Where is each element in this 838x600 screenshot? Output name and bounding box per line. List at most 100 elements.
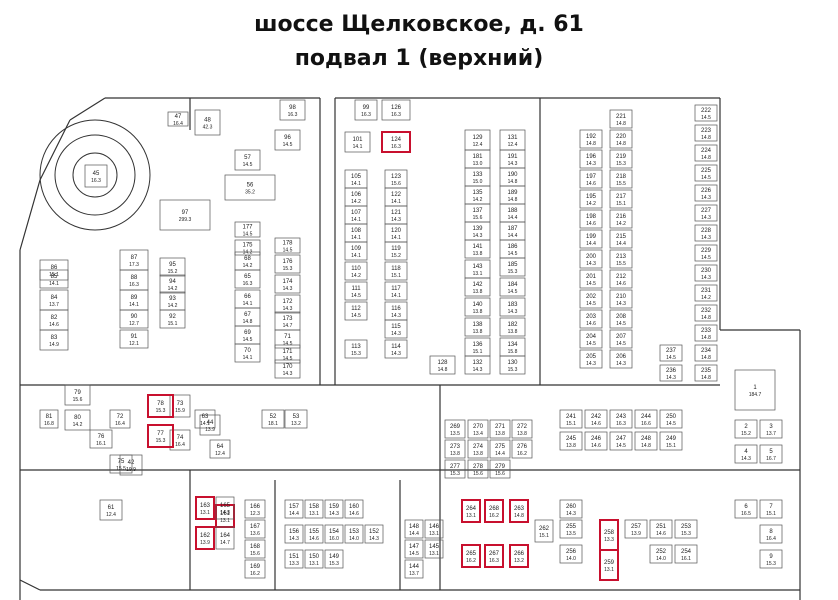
space-number: 216 [616, 214, 627, 220]
parking-space [234, 221, 261, 238]
space-number: 242 [591, 414, 602, 420]
parking-space [461, 544, 481, 568]
space-number: 68 [244, 256, 251, 262]
space-number: 123 [391, 174, 402, 180]
space-area: 14.2 [586, 201, 596, 207]
parking-space [324, 499, 344, 519]
space-number: 234 [701, 348, 712, 354]
space-area: 13.1 [429, 531, 439, 537]
space-number: 89 [131, 295, 138, 301]
space-area: 14.5 [351, 293, 361, 299]
space-area: 15.6 [391, 181, 401, 187]
space-area: 16.4 [175, 442, 185, 448]
space-area: 14.3 [473, 233, 483, 239]
parking-space [274, 254, 301, 274]
space-area: 15.5 [116, 466, 126, 472]
parking-space [579, 289, 603, 309]
space-area: 15.2 [741, 431, 751, 437]
space-area: 15.5 [616, 181, 626, 187]
parking-space [234, 251, 261, 271]
space-area: 13.2 [514, 558, 524, 564]
space-area: 14.8 [514, 513, 524, 519]
space-number: 53 [293, 414, 300, 420]
space-number: 208 [616, 314, 627, 320]
space-number: 70 [244, 348, 251, 354]
space-number: 88 [131, 275, 138, 281]
space-area: 13.2 [291, 421, 301, 427]
parking-space [694, 204, 718, 222]
parking-space [694, 304, 718, 322]
space-area: 13.4 [473, 431, 483, 437]
space-area: 16.7 [766, 456, 776, 462]
floor-title: подвал 1 (верхний) [294, 46, 544, 71]
space-number: 199 [586, 234, 597, 240]
space-number: 268 [489, 506, 500, 512]
space-area: 14.5 [586, 301, 596, 307]
parking-space [694, 184, 718, 202]
parking-space [274, 359, 301, 379]
parking-space [634, 431, 658, 451]
space-number: 175 [242, 243, 253, 249]
parking-space [464, 297, 491, 317]
space-number: 108 [351, 228, 362, 234]
space-number: 170 [282, 364, 293, 370]
parking-space [484, 544, 504, 568]
space-number: 72 [117, 414, 124, 420]
parking-space [84, 164, 108, 188]
space-number: 74 [177, 435, 184, 441]
parking-space [584, 431, 608, 451]
space-number: 135 [472, 190, 483, 196]
parking-space [384, 339, 408, 359]
parking-space [64, 384, 91, 406]
space-number: 262 [539, 526, 550, 532]
space-number: 95 [169, 262, 176, 268]
space-area: 14.9 [49, 342, 59, 348]
space-area: 14.6 [49, 322, 59, 328]
space-area: 12.4 [106, 512, 116, 518]
space-number: 173 [282, 316, 293, 322]
space-number: 203 [586, 314, 597, 320]
space-area: 14.8 [701, 375, 711, 381]
parking-space [659, 364, 683, 382]
parking-space [324, 524, 344, 544]
parking-space [467, 459, 489, 479]
space-area: 14.1 [351, 235, 361, 241]
space-number: 271 [495, 424, 506, 430]
parking-space [609, 129, 633, 149]
space-number: 136 [472, 342, 483, 348]
space-number: 114 [391, 344, 401, 350]
space-number: 78 [157, 401, 164, 407]
space-number: 106 [351, 192, 362, 198]
parking-space [659, 344, 683, 362]
space-area: 14.3 [369, 536, 379, 542]
space-area: 14.5 [243, 232, 253, 238]
parking-space [734, 499, 758, 519]
space-area: 14.2 [243, 250, 253, 256]
parking-space [694, 224, 718, 242]
space-area: 15.1 [49, 272, 59, 278]
space-number: 138 [472, 322, 483, 328]
parking-space [169, 394, 191, 418]
space-area: 14.0 [656, 556, 666, 562]
space-area: 15.3 [766, 561, 776, 567]
parking-space [609, 249, 633, 269]
space-area: 16.3 [489, 558, 499, 564]
parking-space [119, 309, 149, 329]
space-number: 187 [507, 226, 518, 232]
space-area: 15.1 [616, 201, 626, 207]
space-number: 172 [282, 299, 293, 305]
space-area: 14.1 [129, 302, 139, 308]
space-area: 14.5 [616, 321, 626, 327]
space-number: 52 [270, 414, 277, 420]
space-area: 16.3 [288, 112, 298, 118]
parking-space [584, 409, 608, 429]
space-area: 14.5 [586, 341, 596, 347]
space-area: 14.6 [591, 421, 601, 427]
space-number: 3 [769, 424, 773, 430]
space-number: 84 [51, 295, 58, 301]
space-number: 126 [391, 105, 402, 111]
parking-space [464, 337, 491, 357]
parking-space [734, 369, 776, 411]
parking-space [694, 344, 718, 362]
space-area: 13.8 [450, 451, 460, 457]
